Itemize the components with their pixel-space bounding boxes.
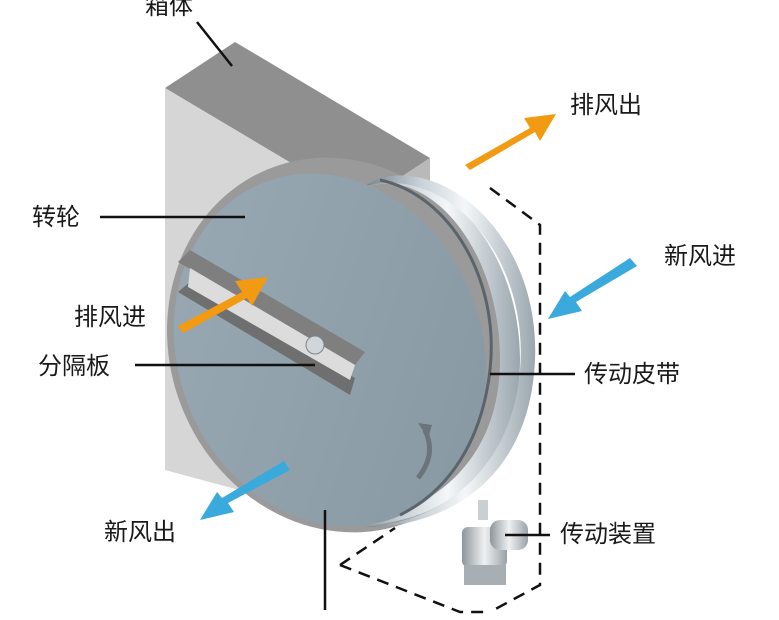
label-exhaust-out: 排风出 [570, 91, 642, 119]
label-housing: 箱体 [145, 0, 193, 20]
drive-belt [379, 178, 493, 517]
fresh-in-arrow-icon [548, 258, 637, 319]
leader-lines [100, 21, 575, 610]
dashed-frame [339, 186, 542, 614]
label-drive: 传动装置 [560, 520, 656, 548]
exhaust-out-arrow-icon [465, 114, 556, 170]
label-belt: 传动皮带 [584, 360, 680, 388]
fresh-out-arrow-icon [200, 461, 290, 520]
label-fresh-in: 新风进 [664, 242, 736, 270]
exhaust-in-arrow-icon [178, 277, 268, 333]
drive-device [462, 500, 528, 585]
label-partition: 分隔板 [38, 352, 110, 380]
label-wheel: 转轮 [32, 203, 80, 231]
label-exhaust-in: 排风进 [74, 303, 146, 331]
wheel-hub [305, 335, 325, 355]
label-fresh-out: 新风出 [104, 518, 176, 546]
